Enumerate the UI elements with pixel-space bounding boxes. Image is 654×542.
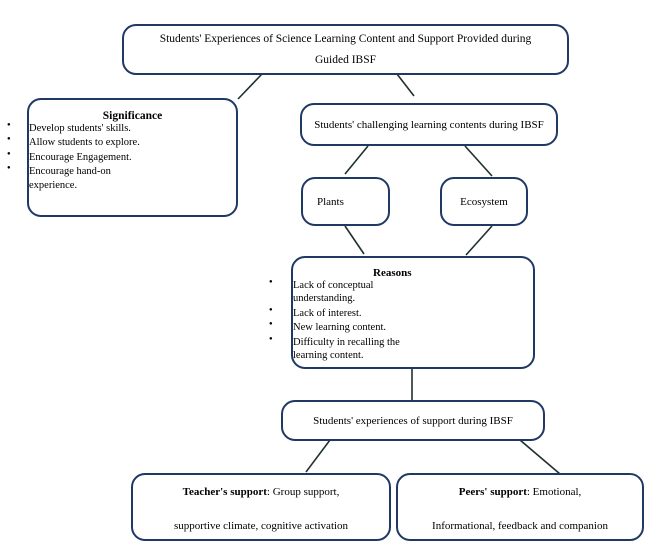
list-item: New learning content. [269, 321, 533, 334]
peers-support-line-1: Peers' support: Emotional, [398, 486, 642, 498]
node-peers-support: Peers' support: Emotional, Informational… [396, 473, 644, 541]
root-title-line-1: Students' Experiences of Science Learnin… [159, 33, 532, 46]
peers-support-rest: : Emotional, [526, 486, 582, 498]
node-root-title-body: Students' Experiences of Science Learnin… [124, 26, 567, 73]
node-challenging-contents: Students' challenging learning contents … [300, 103, 558, 146]
node-plants: Plants [301, 177, 390, 226]
ecosystem-label: Ecosystem [460, 195, 508, 208]
reasons-list: Lack of conceptual understanding. Lack o… [269, 279, 533, 364]
list-item: Difficulty in recalling the learning con… [269, 336, 423, 363]
node-significance-body: Significance Develop students' skills. A… [7, 100, 236, 215]
connector-plants-to-reasons [344, 225, 365, 255]
reasons-heading: Reasons [373, 267, 412, 279]
node-support-experiences-body: Students' experiences of support during … [283, 402, 543, 439]
node-reasons: Reasons Lack of conceptual understanding… [269, 256, 535, 369]
connector-support-to-teacher [305, 439, 331, 473]
connector-root-to-significance [237, 73, 263, 100]
node-peers-support-body: Peers' support: Emotional, Informational… [398, 475, 642, 539]
significance-list: Develop students' skills. Allow students… [7, 122, 236, 193]
list-item: Encourage Engagement. [7, 151, 236, 164]
challenging-contents-label: Students' challenging learning contents … [314, 118, 544, 131]
plants-label: Plants [317, 195, 344, 208]
node-ecosystem-body: Ecosystem [442, 179, 526, 224]
teacher-support-line-1: Teacher's support: Group support, [133, 486, 389, 498]
list-item: Develop students' skills. [7, 122, 236, 135]
node-teacher-support: Teacher's support: Group support, suppor… [131, 473, 391, 541]
list-item: Lack of conceptual understanding. [269, 279, 411, 306]
node-root-title: Students' Experiences of Science Learnin… [122, 24, 569, 75]
node-significance: Significance Develop students' skills. A… [7, 98, 238, 217]
teacher-support-line-2: supportive climate, cognitive activation [173, 520, 349, 532]
root-title-line-2: Guided IBSF [314, 53, 377, 66]
node-challenging-contents-body: Students' challenging learning contents … [302, 105, 556, 144]
connector-ecosystem-to-reasons [465, 225, 493, 256]
connector-contents-to-plants [344, 145, 369, 175]
teacher-support-lead: Teacher's support [182, 486, 267, 498]
peers-support-line-2: Informational, feedback and companion [432, 520, 608, 532]
node-support-experiences: Students' experiences of support during … [281, 400, 545, 441]
teacher-support-rest: : Group support, [266, 486, 340, 498]
list-item: Lack of interest. [269, 307, 533, 320]
list-item: Allow students to explore. [7, 136, 236, 149]
node-ecosystem: Ecosystem [440, 177, 528, 226]
list-item: Encourage hand-on experience. [7, 165, 137, 192]
node-reasons-body: Reasons Lack of conceptual understanding… [269, 258, 533, 367]
connector-support-to-peers [519, 439, 561, 475]
connector-contents-to-ecosystem [464, 145, 493, 177]
node-plants-body: Plants [303, 179, 388, 224]
peers-support-lead: Peers' support [458, 486, 527, 498]
significance-heading: Significance [102, 110, 163, 122]
connector-root-to-contents [396, 73, 415, 97]
node-teacher-support-body: Teacher's support: Group support, suppor… [133, 475, 389, 539]
support-experiences-label: Students' experiences of support during … [313, 414, 513, 427]
